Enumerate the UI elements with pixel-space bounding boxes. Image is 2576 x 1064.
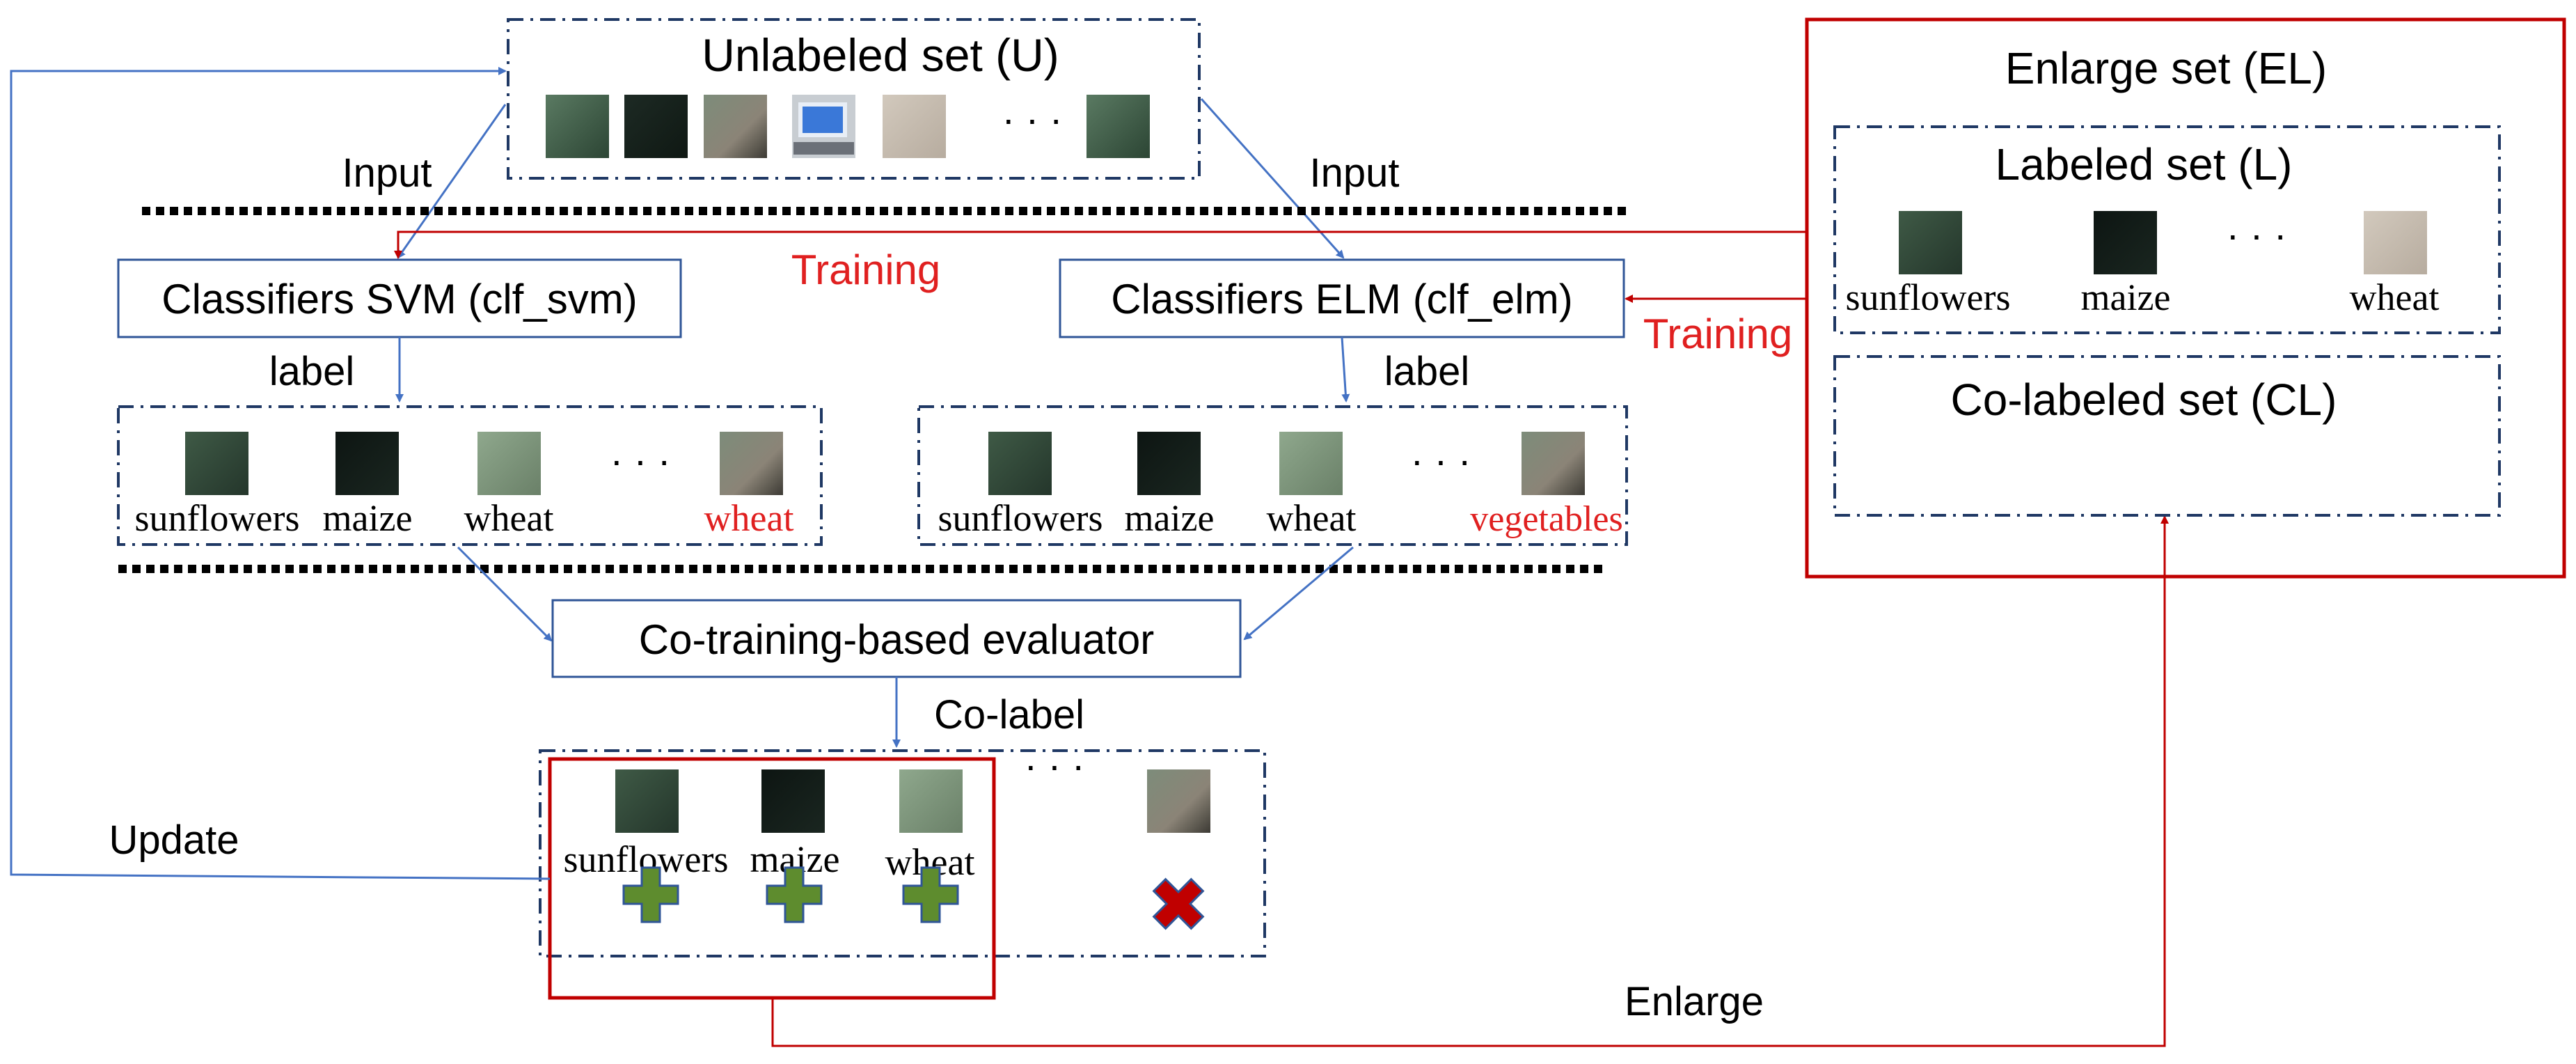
- svm-label-2: maize: [323, 497, 413, 539]
- labeled-label-2: maize: [2081, 276, 2171, 318]
- unlabeled-thumb-2: [624, 95, 688, 158]
- training-label-left: Training: [791, 247, 941, 293]
- colabel-results-box: · · · sunflowers maize wheat: [539, 743, 1266, 957]
- elm-thumb-2: [1137, 432, 1201, 495]
- svm-thumb-2: [335, 432, 399, 495]
- clf-svm-label: Classifiers SVM (clf_svm): [161, 276, 637, 322]
- labeled-set-title: Labeled set (L): [1996, 139, 2293, 189]
- elm-label-1: sunflowers: [938, 497, 1103, 539]
- svm-thumb-3: [477, 432, 541, 495]
- enlarge-arrow: [771, 515, 2169, 1047]
- svm-results-box: · · · sunflowers maize wheat wheat: [117, 405, 823, 546]
- evaluator-label: Co-training-based evaluator: [639, 616, 1154, 663]
- input-label-left: Input: [342, 150, 432, 196]
- labeled-ellipsis: · · ·: [2226, 212, 2286, 256]
- colabel-thumb-4: [1147, 769, 1210, 833]
- colabel-thumb-2: [761, 769, 825, 833]
- svm-thumb-4: [720, 432, 783, 495]
- colabel-thumb-1: [615, 769, 679, 833]
- training-arrow-left: [394, 230, 1807, 259]
- colabel-ellipsis: · · ·: [1024, 743, 1084, 787]
- unlabeled-thumb-5: [883, 95, 946, 158]
- evaluator-box: Co-training-based evaluator: [551, 599, 1242, 678]
- plus-icon: [902, 866, 959, 923]
- unlabeled-thumb-4: [792, 95, 855, 158]
- cross-icon: [1152, 877, 1205, 930]
- elm-label-4: vegetables: [1470, 499, 1622, 539]
- update-arrow: [10, 67, 551, 880]
- elm-to-evaluator-arrow: [1243, 546, 1354, 641]
- elm-label-3: wheat: [1267, 497, 1357, 539]
- enlarge-label: Enlarge: [1625, 979, 1764, 1024]
- svm-thumb-1: [185, 432, 248, 495]
- colabeled-set-box: Co-labeled set (CL): [1833, 355, 2501, 517]
- elm-thumb-1: [988, 432, 1052, 495]
- plus-icon: [766, 866, 823, 923]
- svm-label-4: wheat: [704, 497, 794, 539]
- svm-label-3: wheat: [464, 497, 554, 539]
- plus-icon: [622, 866, 679, 923]
- labeled-thumb-2: [2094, 211, 2157, 274]
- unlabeled-ellipsis: · · ·: [1002, 97, 1062, 141]
- co-label-text: Co-label: [934, 692, 1084, 737]
- update-label: Update: [109, 817, 239, 863]
- label-text-right: label: [1384, 349, 1470, 394]
- colabeled-set-title: Co-labeled set (CL): [1951, 375, 2337, 425]
- elm-label-2: maize: [1125, 497, 1215, 539]
- svm-ellipsis: · · ·: [610, 438, 670, 482]
- labeled-set-box: Labeled set (L) · · · sunflowers maize w…: [1833, 125, 2501, 334]
- svm-to-evaluator-arrow: [457, 546, 553, 642]
- label-arrow-right: [1341, 336, 1350, 402]
- svm-label-1: sunflowers: [135, 497, 300, 539]
- elm-results-box: · · · sunflowers maize wheat vegetables: [917, 405, 1628, 546]
- clf-elm-box: Classifiers ELM (clf_elm): [1059, 258, 1625, 338]
- unlabeled-thumb-1: [546, 95, 609, 158]
- clf-elm-label: Classifiers ELM (clf_elm): [1111, 276, 1572, 322]
- unlabeled-set-box: Unlabeled set (U) · · ·: [507, 18, 1201, 180]
- labeled-label-1: sunflowers: [1846, 276, 2011, 318]
- elm-thumb-3: [1279, 432, 1343, 495]
- input-label-right: Input: [1310, 150, 1400, 196]
- training-label-right: Training: [1643, 311, 1793, 357]
- labeled-label-3: wheat: [2350, 276, 2440, 318]
- unlabeled-thumb-3: [704, 95, 767, 158]
- unlabeled-thumb-6: [1086, 95, 1150, 158]
- enlarge-set-box: Enlarge set (EL) Labeled set (L) · · · s…: [1805, 17, 2566, 579]
- elm-ellipsis: · · ·: [1410, 438, 1471, 482]
- labeled-thumb-3: [2364, 211, 2427, 274]
- colabel-thumb-3: [899, 769, 963, 833]
- elm-thumb-4: [1522, 432, 1585, 495]
- enlarge-set-title: Enlarge set (EL): [2005, 43, 2327, 93]
- labeled-thumb-1: [1899, 211, 1962, 274]
- label-text-left: label: [269, 349, 355, 394]
- clf-svm-box: Classifiers SVM (clf_svm): [117, 258, 682, 338]
- unlabeled-set-title: Unlabeled set (U): [702, 29, 1059, 81]
